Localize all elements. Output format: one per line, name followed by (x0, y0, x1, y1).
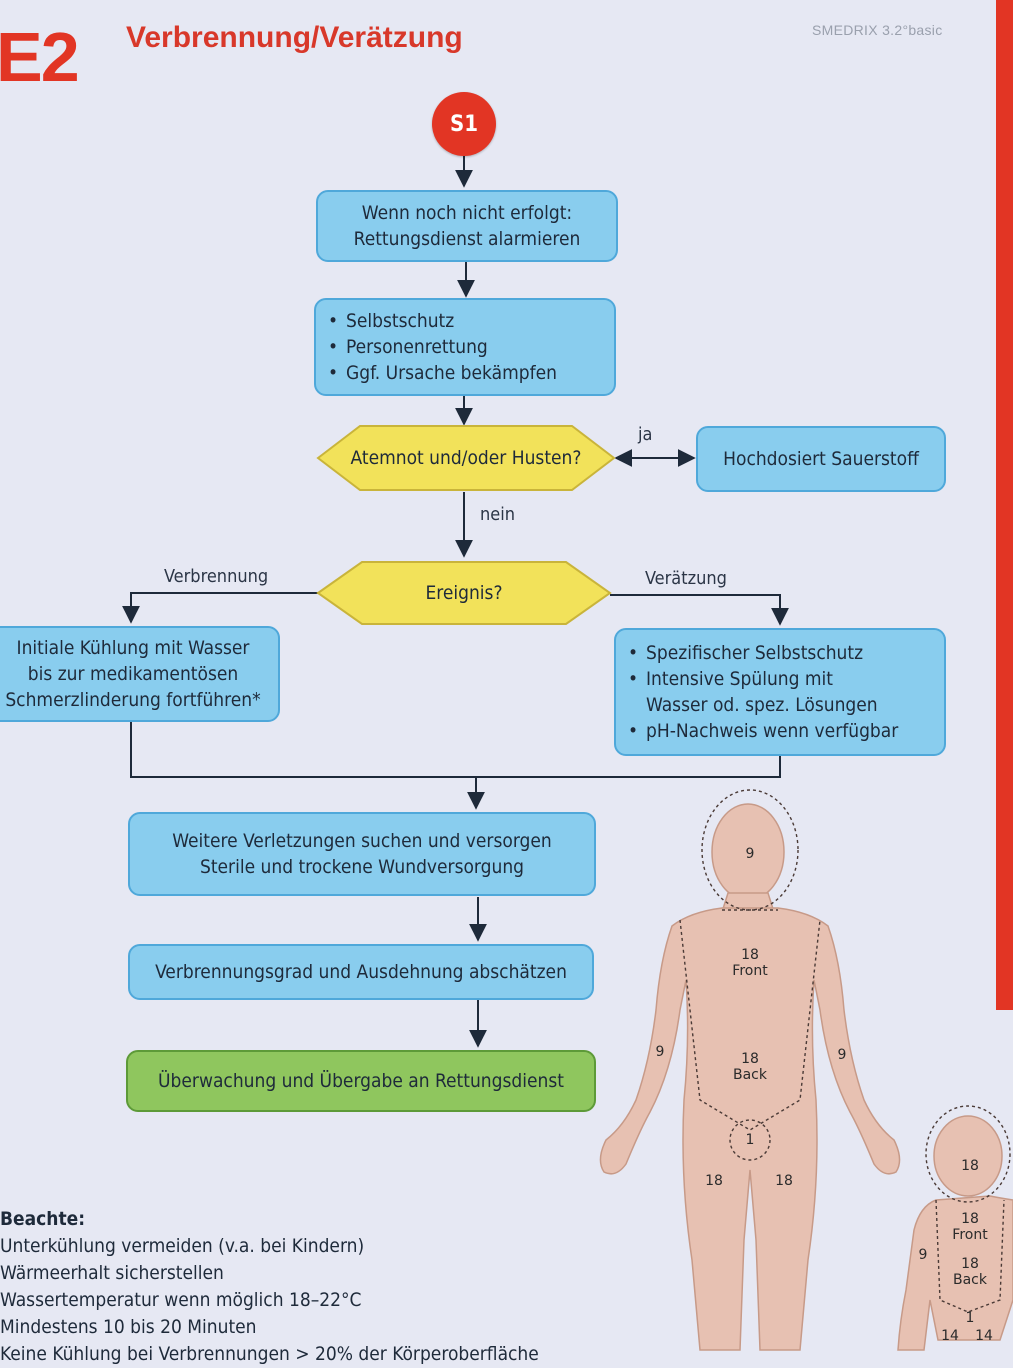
alarm-line2: Rettungsdienst alarmieren (353, 228, 581, 250)
child-region-outlines (925, 1105, 1011, 1313)
child-leg-left-percent: 14 (941, 1328, 959, 1344)
adult-leg-right-percent: 18 (775, 1173, 793, 1189)
note-item: Mindestens 10 bis 20 Minuten (0, 1316, 257, 1338)
label-no: nein (480, 504, 515, 525)
safety-item: •Personenrettung (328, 336, 488, 358)
further-line2: Sterile und trockene Wundversorgung (199, 856, 525, 878)
chapter-code: E2 (0, 18, 80, 96)
merge-line (130, 722, 781, 778)
child-trunk-front-label: Front (952, 1227, 988, 1243)
adult-trunk-back-label: Back (733, 1067, 767, 1083)
adult-genital-percent: 1 (745, 1132, 755, 1148)
child-leg-right-percent: 14 (975, 1328, 993, 1344)
page-title: Verbrennung/Verätzung (126, 21, 463, 54)
chapter-color-bar (996, 0, 1013, 1010)
adult-trunk-front-percent: 18 (741, 947, 759, 963)
assess-box: Verbrennungsgrad und Ausdehnung abschätz… (128, 944, 594, 1000)
chemical-item-cont: Wasser od. spez. Lösungen (646, 694, 878, 716)
note-item: Unterkühlung vermeiden (v.a. bei Kindern… (0, 1235, 365, 1257)
adult-region-outlines (679, 789, 821, 1161)
chemical-action-box: •Spezifischer Selbstschutz •Intensive Sp… (614, 628, 946, 756)
child-head-percent: 18 (961, 1158, 979, 1174)
note-item: Keine Kühlung bei Verbrennungen > 20% de… (0, 1343, 539, 1365)
adult-head-percent: 9 (745, 846, 755, 862)
label-yes: ja (638, 424, 653, 445)
further-line1: Weitere Verletzungen suchen und versorge… (172, 830, 552, 852)
arrow-event-to-chemical (610, 594, 789, 626)
chemical-item: •pH-Nachweis wenn verfügbar (628, 720, 899, 742)
brand-label: SMEDRIX 3.2°basic (812, 22, 943, 38)
safety-box: •Selbstschutz •Personenrettung •Ggf. Urs… (314, 298, 616, 396)
oxygen-box: Hochdosiert Sauerstoff (696, 426, 946, 492)
chemical-item: •Spezifischer Selbstschutz (628, 642, 864, 664)
alarm-box: Wenn noch nicht erfolgt: Rettungsdienst … (316, 190, 618, 262)
adult-trunk-back-percent: 18 (741, 1051, 759, 1067)
adult-trunk-front-label: Front (732, 963, 768, 979)
decision-breathing-question: Atemnot und/oder Husten? (350, 447, 582, 469)
decision-breathing-shape (316, 425, 616, 491)
decision-event-shape (316, 561, 612, 625)
burn-line3: Schmerzlinderung fortführen* (5, 689, 261, 711)
handover-box: Überwachung und Übergabe an Rettungsdien… (126, 1050, 596, 1112)
burn-action-box: Initiale Kühlung mit Wasser bis zur medi… (0, 626, 280, 722)
child-trunk-back-percent: 18 (961, 1256, 979, 1272)
child-arm-left-percent: 9 (918, 1247, 928, 1263)
adult-arm-left-percent: 9 (655, 1044, 665, 1060)
arrow-event-to-burn (122, 592, 318, 624)
chemical-item: •Intensive Spülung mit (628, 668, 833, 690)
handover-text: Überwachung und Übergabe an Rettungsdien… (158, 1070, 564, 1092)
decision-event-question: Ereignis? (425, 582, 503, 604)
assess-text: Verbrennungsgrad und Ausdehnung abschätz… (155, 961, 567, 983)
notes-title: Beachte: (0, 1208, 86, 1230)
adult-leg-left-percent: 18 (705, 1173, 723, 1189)
adult-arm-right-percent: 9 (837, 1047, 847, 1063)
alarm-line1: Wenn noch nicht erfolgt: (361, 202, 573, 224)
child-body-figure (897, 1115, 1013, 1351)
burn-line2: bis zur medikamentösen (27, 663, 239, 685)
child-trunk-back-label: Back (953, 1272, 987, 1288)
child-genital-percent: 1 (965, 1310, 975, 1326)
safety-item: •Selbstschutz (328, 310, 455, 332)
label-chemical: Verätzung (645, 568, 727, 589)
adult-body-figure (599, 803, 901, 1351)
notes-block: Beachte: Unterkühlung vermeiden (v.a. be… (0, 1206, 600, 1365)
further-injuries-box: Weitere Verletzungen suchen und versorge… (128, 812, 596, 896)
child-trunk-front-percent: 18 (961, 1211, 979, 1227)
oxygen-text: Hochdosiert Sauerstoff (723, 448, 919, 470)
burn-line1: Initiale Kühlung mit Wasser (16, 637, 250, 659)
label-burn: Verbrennung (164, 566, 269, 587)
note-item: Wassertemperatur wenn möglich 18–22°C (0, 1289, 362, 1311)
start-node-s1: S1 (432, 92, 496, 156)
safety-item: •Ggf. Ursache bekämpfen (328, 362, 557, 384)
note-item: Wärmeerhalt sicherstellen (0, 1262, 224, 1284)
